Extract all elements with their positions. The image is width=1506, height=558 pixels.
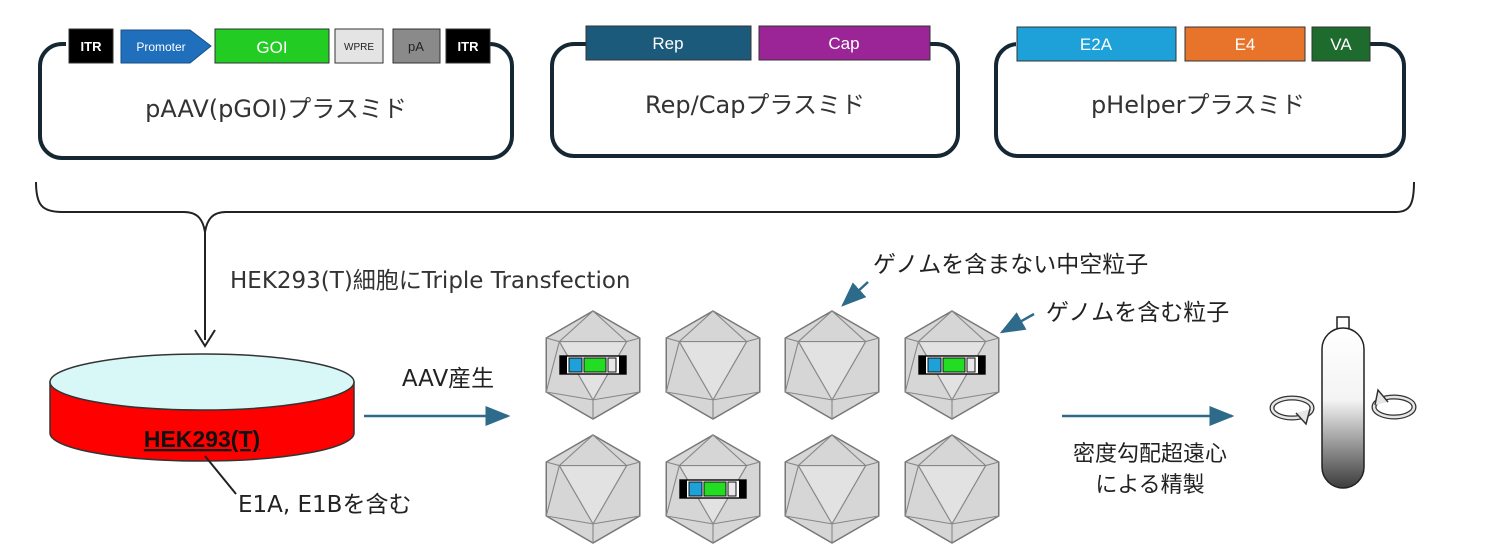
segment-cap: Cap [758,25,931,61]
rotation-icon-left [1269,395,1315,426]
genome-insert [679,479,747,499]
empty-aav-particle [665,310,761,420]
svg-text:ITR: ITR [81,39,103,54]
dish-note-pointer [204,455,237,495]
dish-label: HEK293(T) [144,426,260,452]
transfection-arrow-head [194,329,216,348]
empty-aav-particle [545,434,641,544]
transfection-label: HEK293(T)細胞にTriple Transfection [230,268,631,294]
segment-itr-left: ITR [68,28,114,64]
purification-label-line1: 密度勾配超遠心 [1073,442,1227,467]
svg-text:pA: pA [408,39,424,54]
plasmid-3-segments: E2A E4 VA [1016,26,1371,62]
plasmid-3-name: pHelperプラスミド [1091,91,1305,119]
segment-va: VA [1311,26,1371,62]
full-aav-particle [904,310,1000,420]
culture-dish: HEK293(T) [49,353,355,462]
production-label: AAV産生 [402,366,494,392]
segment-itr-right: ITR [445,28,491,64]
segment-pa: pA [392,28,441,64]
empty-aav-particle [784,434,880,544]
empty-particle-label: ゲノムを含まない中空粒子 [873,252,1148,278]
grouping-brace [35,181,1415,233]
empty-aav-particle [784,310,880,420]
svg-text:E2A: E2A [1080,35,1113,54]
full-aav-particle [545,310,641,420]
svg-text:E4: E4 [1235,35,1256,54]
segment-goi: GOI [214,28,330,64]
empty-aav-particle [904,434,1000,544]
segment-rep: Rep [585,25,752,61]
genome-insert [559,355,627,375]
full-aav-particle [665,434,761,544]
segment-e4: E4 [1184,26,1306,62]
svg-text:ITR: ITR [458,39,480,54]
svg-text:GOI: GOI [256,38,287,57]
genome-insert [918,355,986,375]
plasmid-1-name: pAAV(pGOI)プラスミド [145,95,407,123]
segment-promoter: Promoter [120,29,212,64]
aav-particle-grid [545,310,1000,544]
empty-particle-pointer [841,281,869,307]
plasmid-2-segments: Rep Cap [585,25,931,61]
purification-label-line2: による精製 [1095,473,1204,498]
rotation-icon-right [1371,388,1417,420]
svg-text:VA: VA [1330,35,1352,54]
svg-text:Rep: Rep [652,34,683,53]
plasmid-1-segments: ITR Promoter GOI WPRE pA ITR [68,28,491,64]
centrifuge-tube [1321,316,1365,489]
dish-note: E1A, E1Bを含む [238,492,411,518]
segment-wpre: WPRE [334,28,384,64]
plasmid-2-name: Rep/Capプラスミド [645,91,865,119]
full-particle-label: ゲノムを含む粒子 [1046,300,1229,326]
segment-e2a: E2A [1016,26,1177,62]
svg-text:WPRE: WPRE [344,42,374,53]
full-particle-pointer [999,312,1035,334]
svg-text:Promoter: Promoter [136,40,185,54]
svg-text:Cap: Cap [828,34,859,53]
plasmid-3: pHelperプラスミド [994,36,1406,158]
